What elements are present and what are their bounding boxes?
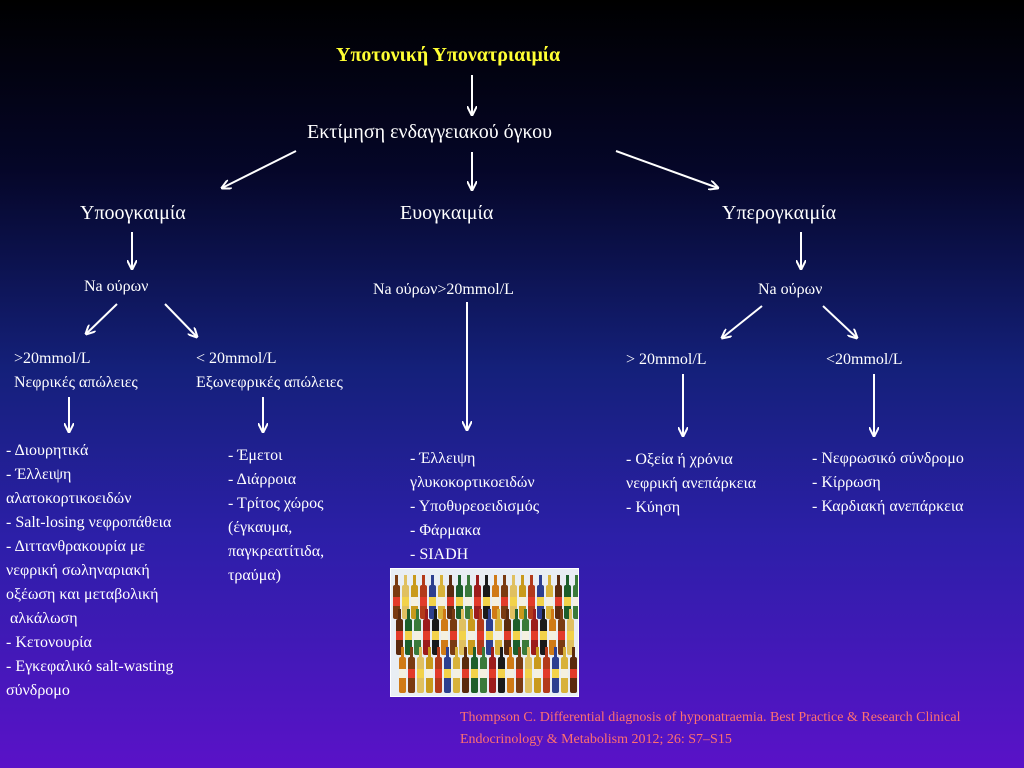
- list-item: - Κετονουρία: [6, 634, 92, 651]
- list-item: νεφρική ανεπάρκεια: [626, 475, 757, 492]
- hypervolemia-label: Υπερογκαιμία: [722, 202, 837, 224]
- arrow-hypo-urine-right: [164, 303, 197, 337]
- list-item: γλυκοκορτικοειδών: [410, 474, 535, 491]
- hypovolemia-label: Υποογκαιμία: [80, 202, 186, 224]
- hyper-gt20-threshold: > 20mmol/L: [626, 351, 707, 368]
- renal-loss-header: >20mmol/L Νεφρικές απώλειες: [14, 347, 138, 395]
- reference-citation: Thompson C. Differential diagnosis of hy…: [460, 710, 961, 747]
- list-item: αλατοκορτικοειδών: [6, 490, 132, 507]
- hyper-gt20-causes-list: - Οξεία ή χρόνια νεφρική ανεπάρκεια - Κύ…: [626, 448, 756, 520]
- renal-loss-title: Νεφρικές απώλειες: [14, 374, 138, 391]
- hyper-lt20-threshold: <20mmol/L: [826, 351, 903, 368]
- list-item: - Έλλειψη: [410, 450, 476, 467]
- list-item: σύνδρομο: [6, 682, 70, 699]
- hypo-urine-na: Na ούρων: [84, 278, 149, 295]
- list-item: - Φάρμακα: [410, 522, 481, 539]
- hyper-urine-na: Na ούρων: [758, 281, 823, 298]
- renal-causes-list: - Διουρητικά - Έλλειψη αλατοκορτικοειδών…: [6, 439, 173, 703]
- arrow-to-hypo: [222, 150, 297, 188]
- extrarenal-loss-threshold: < 20mmol/L: [196, 350, 277, 367]
- arrow-hyper-urine-left: [722, 305, 763, 338]
- arrow-hyper-urine-right: [822, 305, 857, 338]
- list-item: - Διουρητικά: [6, 442, 89, 459]
- extrarenal-loss-title: Εξωνεφρικές απώλειες: [196, 374, 343, 391]
- list-item: - Οξεία ή χρόνια: [626, 451, 733, 468]
- list-item: - Νεφρωσικό σύνδρομο: [812, 450, 964, 467]
- list-item: - Έλλειψη: [6, 466, 72, 483]
- euvolemia-label: Ευογκαιμία: [400, 202, 494, 224]
- page-title: Υποτονική Υπονατριαιμία: [336, 44, 561, 66]
- list-item: - Διττανθρακουρία με: [6, 538, 146, 555]
- extrarenal-loss-header: < 20mmol/L Εξωνεφρικές απώλειες: [196, 347, 343, 395]
- list-item: - Έμετοι: [228, 447, 283, 464]
- volume-assessment: Εκτίμηση ενδαγγειακού όγκου: [307, 121, 552, 143]
- extrarenal-causes-list: - Έμετοι - Διάρροια - Τρίτος χώρος (έγκα…: [228, 444, 324, 588]
- list-item: παγκρεατίτιδα,: [228, 543, 325, 560]
- list-item: - SIADH: [410, 546, 469, 563]
- list-item: - Κύηση: [626, 499, 681, 516]
- arrow-to-hyper: [615, 150, 718, 188]
- list-item: - Καρδιακή ανεπάρκεια: [812, 498, 964, 515]
- hyper-lt20-causes-list: - Νεφρωσικό σύνδρομο - Κίρρωση - Καρδιακ…: [812, 447, 964, 519]
- list-item: οξέωση και μεταβολική: [6, 586, 159, 603]
- list-item: - Εγκεφαλικό salt-wasting: [6, 658, 174, 675]
- list-item: - Τρίτος χώρος: [228, 495, 324, 512]
- list-item: αλκάλωση: [6, 610, 78, 627]
- eu-urine-na: Na ούρων>20mmol/L: [373, 281, 514, 298]
- list-item: - Διάρροια: [228, 471, 297, 488]
- list-item: τραύμα): [228, 567, 282, 584]
- list-item: - Υποθυρεοειδισμός: [410, 498, 540, 515]
- list-item: νεφρική σωληναριακή: [6, 562, 150, 579]
- list-item: - Salt-losing νεφροπάθεια: [6, 514, 172, 531]
- euvolemia-causes-list: - Έλλειψη γλυκοκορτικοειδών - Υποθυρεοει…: [410, 447, 539, 567]
- list-item: - Κίρρωση: [812, 474, 881, 491]
- arrow-hypo-urine-left: [86, 303, 118, 334]
- list-item: (έγκαυμα,: [228, 519, 293, 536]
- renal-loss-threshold: >20mmol/L: [14, 350, 91, 367]
- beverage-bottles-image: [390, 568, 579, 697]
